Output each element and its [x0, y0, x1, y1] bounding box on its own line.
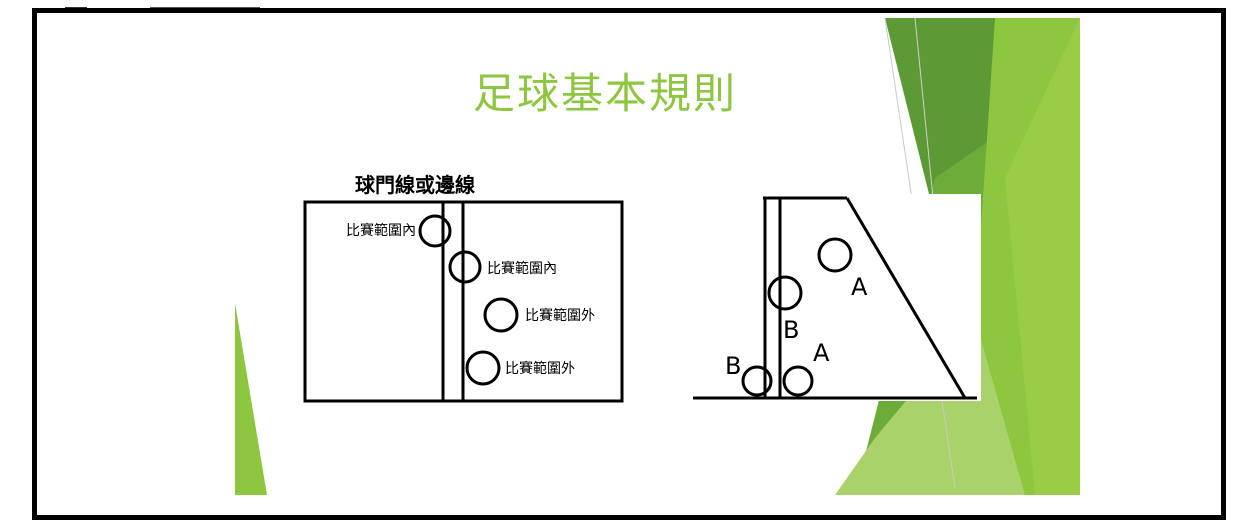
- label-b-upper: B: [783, 316, 799, 344]
- goal-slant: [845, 197, 967, 399]
- diagrams: 球門線或邊線 比賽範圍內 比賽範圍內 比賽範圍外 比賽範圍外 A B: [303, 173, 981, 403]
- ball-a-lower: [782, 365, 814, 397]
- label-ball-4: 比賽範圍外: [505, 360, 575, 377]
- right-diagram: A B A B: [693, 194, 981, 401]
- ball-3: [483, 297, 519, 333]
- label-ball-3: 比賽範圍外: [525, 307, 595, 324]
- slide: 足球基本規則 球門線或邊線 比賽範圍內 比賽範圍內 比賽範圍外 比賽範圍外: [235, 18, 1080, 495]
- ball-4: [465, 350, 501, 386]
- label-a-upper: A: [851, 273, 868, 301]
- ball-a-upper: [817, 237, 853, 273]
- ball-b-upper: [767, 275, 803, 311]
- right-diagram-background: [693, 194, 981, 401]
- facet-thin-line-2: [914, 18, 936, 219]
- label-b-lower: B: [725, 352, 741, 380]
- left-diagram: 球門線或邊線 比賽範圍內 比賽範圍內 比賽範圍外 比賽範圍外: [303, 173, 624, 403]
- left-diagram-heading: 球門線或邊線: [355, 173, 475, 197]
- label-ball-1: 比賽範圍內: [346, 222, 416, 239]
- caption-remnant: [65, 7, 260, 8]
- facet-bright: [1005, 18, 1080, 495]
- left-green-sliver: [235, 303, 267, 495]
- slide-title: 足球基本規則: [472, 69, 737, 118]
- label-a-lower: A: [813, 339, 830, 367]
- top-caption-strip: [0, 0, 1239, 8]
- ball-2: [448, 250, 482, 284]
- decorative-facets: [235, 18, 1080, 495]
- label-ball-2: 比賽範圍內: [487, 260, 557, 277]
- ball-b-lower: [741, 365, 773, 397]
- ball-1: [418, 214, 452, 248]
